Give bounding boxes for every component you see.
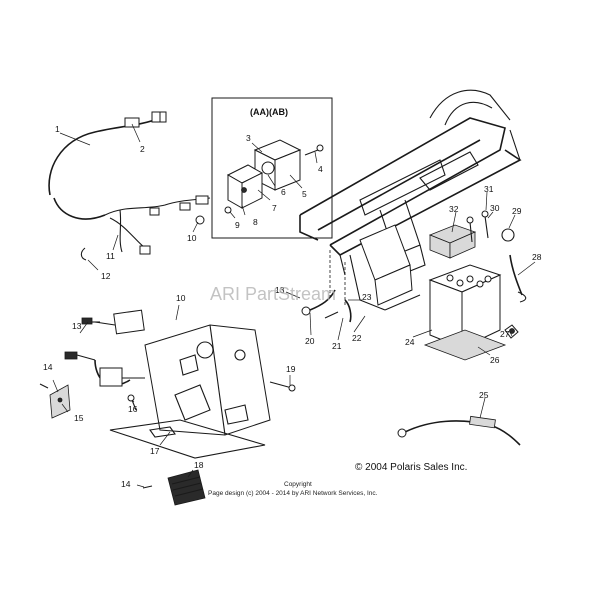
callout-8: 8 (253, 217, 258, 227)
callout-9: 9 (235, 220, 240, 230)
callout-29: 29 (512, 206, 522, 216)
callout-2: 2 (140, 144, 145, 154)
cdi-box (81, 309, 145, 335)
callout-14-bottom: 14 (121, 479, 131, 489)
callout-12: 12 (101, 271, 111, 281)
main-harness (48, 111, 211, 261)
callout-28: 28 (532, 252, 542, 262)
callout-6: 6 (281, 187, 286, 197)
chassis-frame (299, 89, 522, 305)
ground-cable (397, 415, 521, 446)
callout-27: 27 (500, 329, 510, 339)
callout-26: 26 (490, 355, 500, 365)
callout-10-bottom: 10 (176, 293, 186, 303)
battery-pad (423, 329, 507, 361)
battery-hold-strap (501, 228, 527, 303)
battery-bracket (349, 224, 421, 311)
screws-lower (39, 381, 296, 489)
callout-16: 16 (128, 404, 138, 414)
callout-24: 24 (405, 337, 415, 347)
battery-cover (428, 224, 477, 259)
lower-panel (109, 419, 266, 459)
ignition-coil (64, 351, 145, 387)
callout-13-right: 13 (275, 285, 285, 295)
voltage-regulator (167, 469, 206, 506)
callout-17: 17 (150, 446, 160, 456)
callout-7: 7 (272, 203, 277, 213)
page-design-credit: Page design (c) 2004 - 2014 by ARI Netwo… (208, 490, 378, 497)
callout-5: 5 (302, 189, 307, 199)
inset-label: (AA)(AB) (250, 107, 288, 117)
callout-31: 31 (484, 184, 494, 194)
strap-bolt (466, 210, 489, 243)
callout-11: 11 (106, 251, 115, 261)
copyright-heading: Copyright (284, 481, 312, 488)
callout-13-left: 13 (72, 321, 82, 331)
callout-32: 32 (449, 204, 459, 214)
callout-22: 22 (352, 333, 362, 343)
leader-lines (52, 123, 536, 488)
electrical-mount-plate (144, 324, 271, 436)
regulator-bracket (49, 384, 71, 419)
callout-18: 18 (194, 460, 204, 470)
polaris-copyright: © 2004 Polaris Sales Inc. (355, 462, 467, 473)
watermark: ARI PartStream (210, 284, 336, 304)
callout-20: 20 (305, 336, 315, 346)
callout-1: 1 (55, 124, 60, 134)
callout-21: 21 (332, 341, 342, 351)
callout-14-left: 14 (43, 362, 53, 372)
callout-15: 15 (74, 413, 84, 423)
callout-3: 3 (246, 133, 251, 143)
callout-25: 25 (479, 390, 489, 400)
battery-cables (301, 289, 352, 323)
callout-10-top: 10 (187, 233, 197, 243)
battery (428, 264, 502, 349)
callout-4: 4 (318, 164, 323, 174)
callout-30: 30 (490, 203, 500, 213)
callout-19: 19 (286, 364, 296, 374)
callout-labels: 1 2 3 4 5 6 7 8 9 10 11 12 13 14 15 16 1… (43, 107, 542, 489)
callout-23: 23 (362, 292, 372, 302)
inset-panel (211, 97, 333, 239)
wing-nut (504, 324, 519, 339)
